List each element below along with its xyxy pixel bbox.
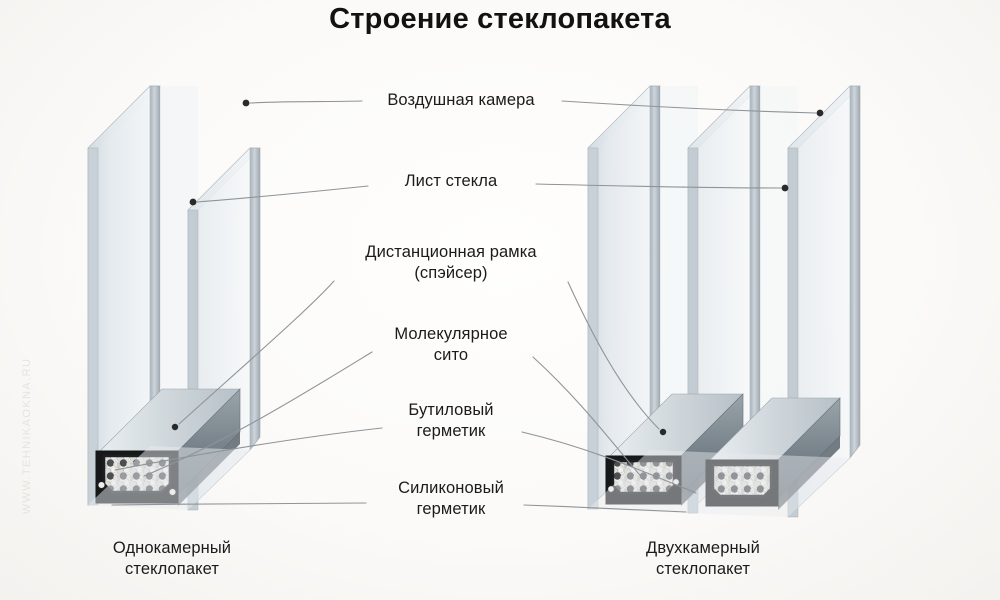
leader-dot-air-chamber-left xyxy=(242,99,250,107)
single-chamber-unit xyxy=(87,85,261,511)
leader-dot-glass-sheet-right xyxy=(781,184,789,192)
label-butyl-sealant: Бутиловый герметик xyxy=(408,401,494,441)
watermark: WWW.TEHNIKAOKNA.RU xyxy=(21,357,33,515)
leader-molecular-sieve-left xyxy=(143,351,373,477)
label-silicone-sealant: Силиконовый герметик xyxy=(398,479,504,519)
butyl-bead xyxy=(97,481,106,489)
leader-dot-spacer-frame-left xyxy=(171,423,179,431)
leader-dot-spacer-frame-right xyxy=(659,428,667,436)
spacer-frame-right-2 xyxy=(709,397,841,510)
leader-air-chamber-left xyxy=(249,100,363,104)
leader-molecular-sieve-right xyxy=(532,356,645,481)
leader-glass-sheet-right xyxy=(535,183,782,189)
leader-dots xyxy=(171,99,824,436)
caption-double-chamber: Двухкамерный стеклопакет xyxy=(646,539,760,579)
leader-glass-sheet-left xyxy=(196,185,369,203)
double-chamber-unit xyxy=(587,85,861,518)
leader-silicone-sealant-left xyxy=(111,502,367,506)
caption-single-chamber: Однокамерный стеклопакет xyxy=(112,539,232,579)
leader-butyl-sealant-left xyxy=(114,427,383,471)
edge-seal-cross-section-right-2 xyxy=(706,460,778,506)
leader-spacer-frame-right xyxy=(567,281,660,430)
label-molecular-sieve: Молекулярное сито xyxy=(394,325,508,365)
label-glass-sheet: Лист стекла xyxy=(404,172,498,190)
label-spacer-frame: Дистанционная рамка (спэйсер) xyxy=(365,243,537,283)
butyl-bead xyxy=(607,485,615,493)
leader-dot-glass-sheet-left xyxy=(189,198,197,206)
page-title: Строение стеклопакета xyxy=(329,3,671,35)
leader-dot-air-chamber-right xyxy=(816,109,824,117)
leader-butyl-sealant-right xyxy=(521,431,697,494)
edge-seal-cross-section-right-1 xyxy=(606,456,681,504)
leader-silicone-sealant-right xyxy=(523,504,687,513)
leader-air-chamber-right xyxy=(561,100,817,114)
label-air-chamber: Воздушная камера xyxy=(387,91,535,109)
leader-lines xyxy=(111,100,817,513)
leader-spacer-frame-left xyxy=(178,280,335,425)
